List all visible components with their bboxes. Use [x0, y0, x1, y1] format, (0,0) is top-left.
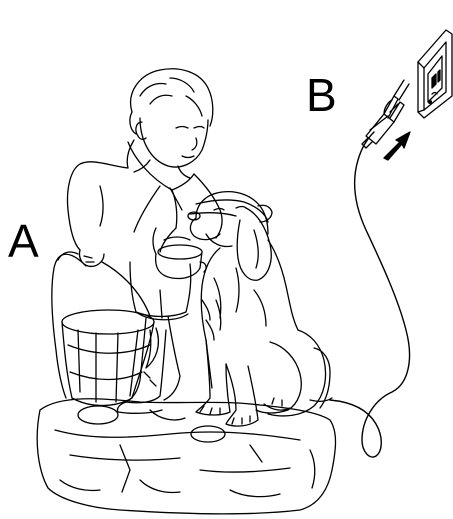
label-b: B — [306, 72, 337, 118]
power-cord — [330, 132, 410, 457]
wall-outlet-icon — [418, 30, 452, 118]
arrow-icon — [384, 132, 410, 160]
boy-figure — [52, 69, 272, 414]
label-a: A — [8, 218, 39, 264]
bucket — [62, 310, 158, 406]
dog-figure — [188, 192, 332, 426]
